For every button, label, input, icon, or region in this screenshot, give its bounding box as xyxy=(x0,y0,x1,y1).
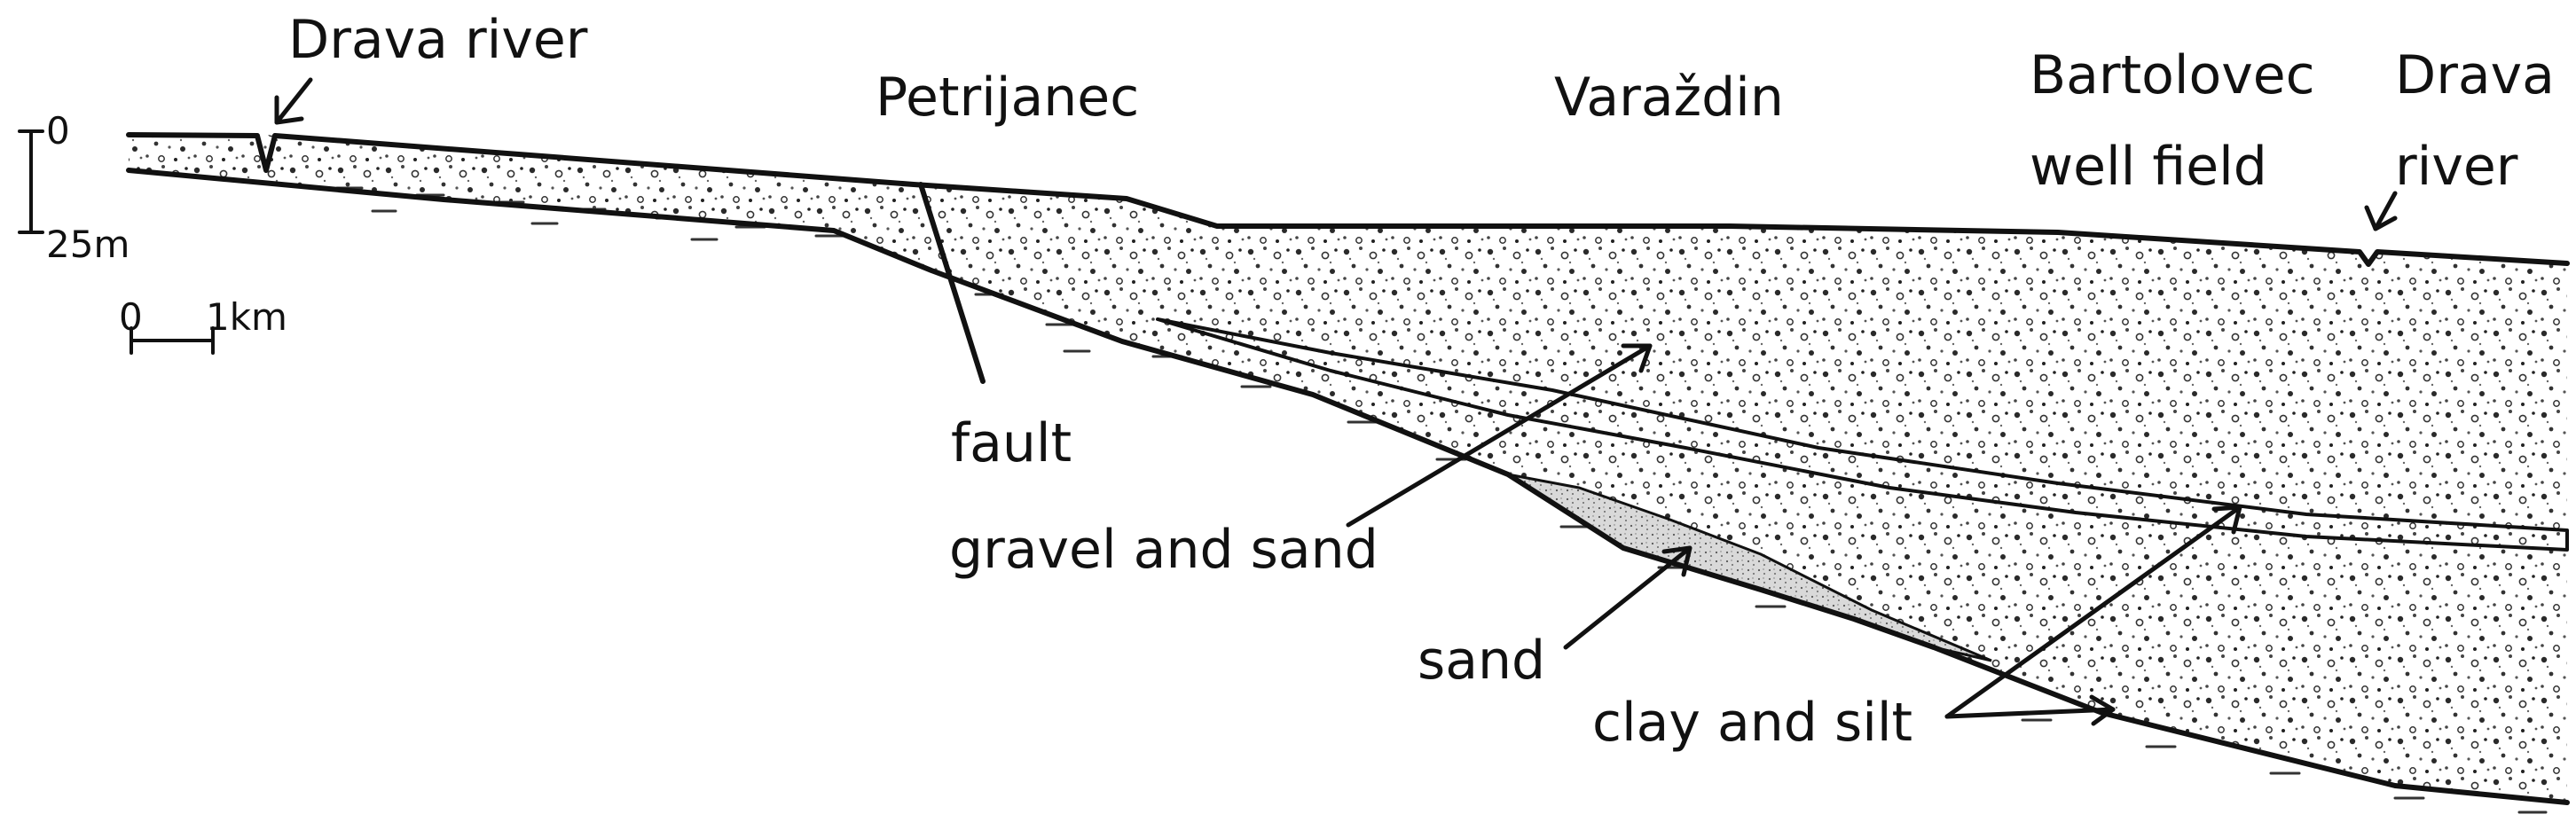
clay-and-silt-label: clay and silt xyxy=(1592,692,1912,754)
petrijanec-label: Petrijanec xyxy=(876,67,1139,129)
arrow-drava-left xyxy=(274,77,313,125)
horizontal-scale-bar xyxy=(130,326,215,355)
vertical-scale-bar xyxy=(18,129,44,234)
vertical-scale-top-label: 0 xyxy=(46,109,70,153)
sand-label: sand xyxy=(1418,630,1545,692)
drava-river-right-label-line2: river xyxy=(2395,136,2518,198)
gravel-and-sand-label: gravel and sand xyxy=(949,519,1378,581)
arrow-clay-silt-lower xyxy=(1944,694,2116,726)
gravel-sand-layer xyxy=(129,135,2567,803)
varazdin-label: Varaždin xyxy=(1554,67,1784,129)
drava-river-right-label-line1: Drava xyxy=(2395,44,2555,106)
bartolovec-label-line2: well field xyxy=(2030,136,2267,198)
ground-surface-line xyxy=(126,132,2570,267)
arrow-clay-silt-upper xyxy=(1944,505,2242,719)
vertical-scale-bottom-label: 25m xyxy=(46,223,130,266)
bartolovec-label-line1: Bartolovec xyxy=(2030,44,2315,106)
arrow-sand xyxy=(1563,545,1692,650)
arrow-gravel-and-sand xyxy=(1346,343,1653,528)
aquifer-base-line xyxy=(126,168,2570,805)
fault-label: fault xyxy=(951,412,1072,474)
fault-line xyxy=(918,182,986,384)
clay-silt-lens xyxy=(1156,317,2569,552)
horizontal-scale-start-label: 0 xyxy=(119,295,143,339)
drava-river-left-label: Drava river xyxy=(288,9,588,71)
arrow-drava-right xyxy=(2364,191,2398,231)
horizontal-scale-end-label: 1km xyxy=(206,295,287,339)
